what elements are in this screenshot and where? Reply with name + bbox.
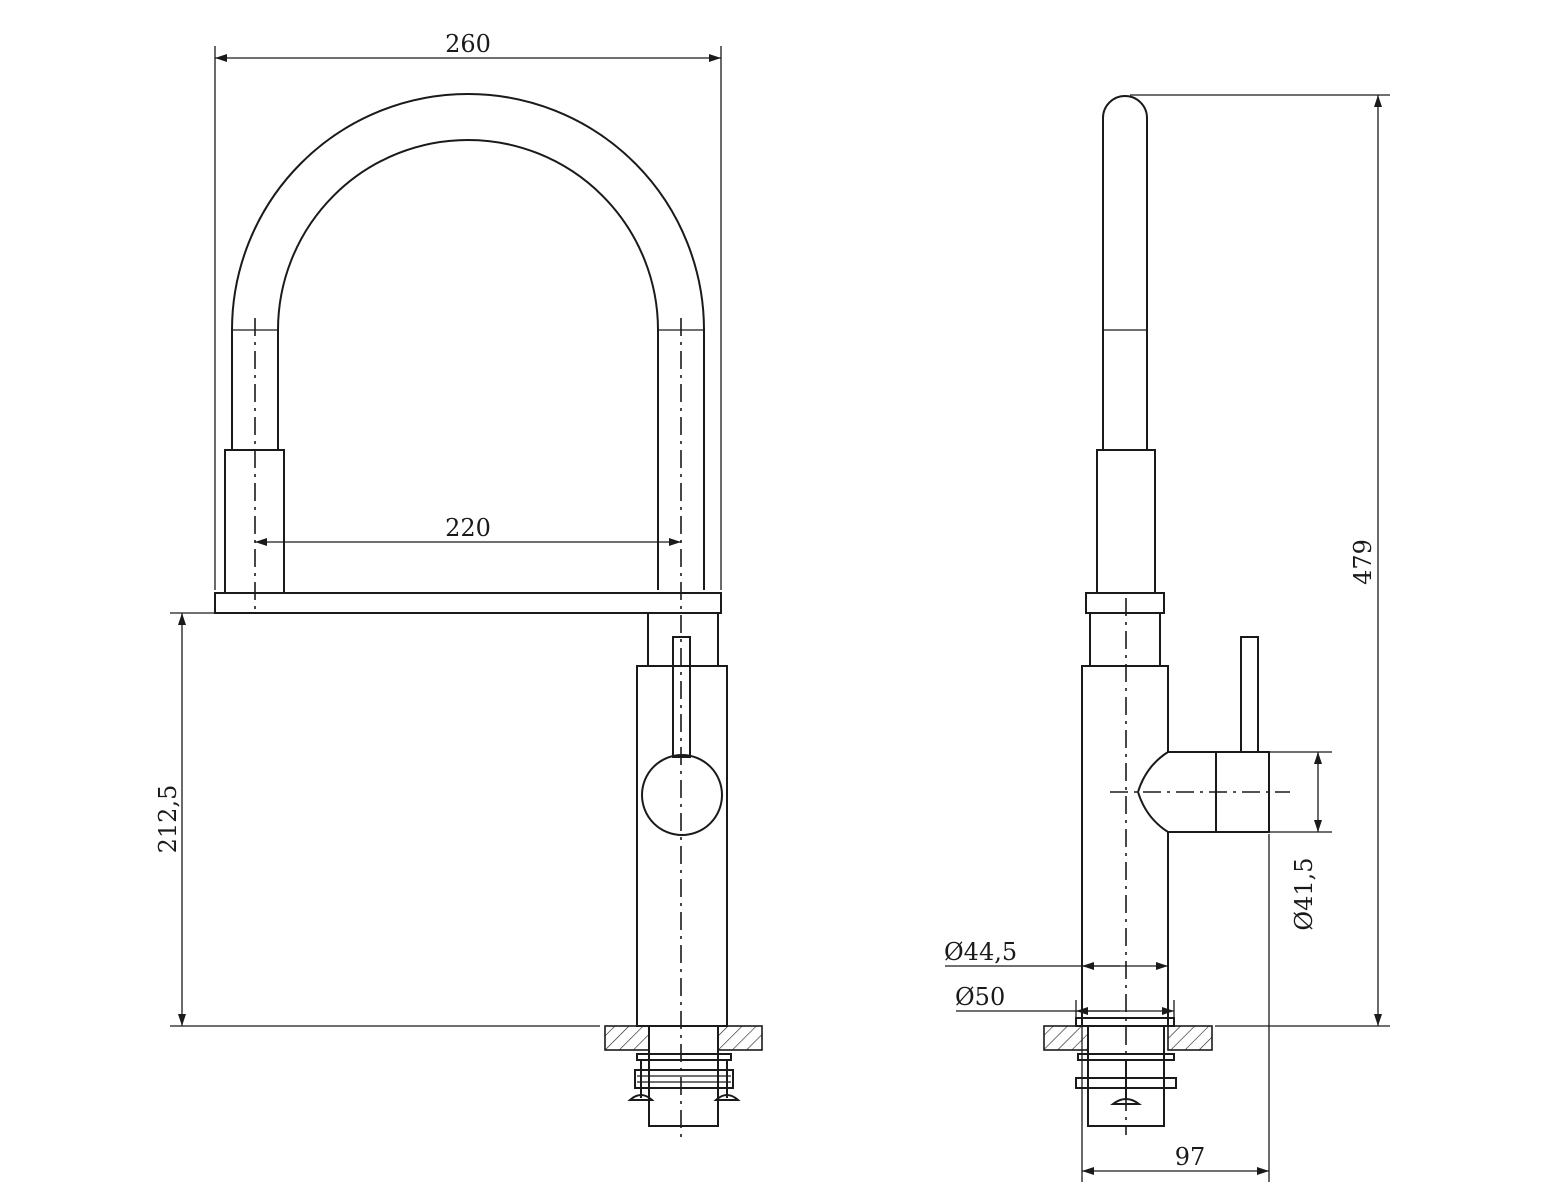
- lock-nut: [634, 1069, 734, 1089]
- dim-label-overall-height: 479: [1349, 539, 1377, 585]
- front-view: 260 220 212,5: [154, 30, 763, 1140]
- dim-label-body-height: 212,5: [154, 785, 182, 854]
- dim-label-body-diameter: Ø44,5: [944, 938, 1017, 966]
- dim-label-lever-diameter: Ø41,5: [1290, 857, 1318, 930]
- side-base-flange-right: [1167, 1025, 1213, 1051]
- bolt-head-right: [713, 1094, 741, 1101]
- dim-label-base-diameter: Ø50: [955, 983, 1005, 1011]
- side-spout-tube: [1102, 95, 1148, 450]
- side-base-ring: [1075, 1017, 1175, 1027]
- spout-arch-inner: [277, 139, 659, 590]
- body-collar: [647, 612, 719, 667]
- side-spray-sleeve: [1096, 449, 1156, 594]
- lever-knob: [641, 754, 723, 836]
- side-bolt-head: [1110, 1098, 1142, 1105]
- dim-label-overall-width: 260: [445, 30, 491, 58]
- side-washer: [1077, 1053, 1175, 1061]
- side-collar: [1089, 612, 1161, 667]
- washer: [636, 1053, 732, 1061]
- side-lever-housing: [1136, 751, 1217, 833]
- dim-label-spout-spacing: 220: [445, 514, 491, 542]
- side-ring: [1085, 592, 1165, 614]
- side-view: 479 Ø41,5 Ø44,5 Ø50 97: [944, 94, 1390, 1182]
- side-body: [1081, 665, 1169, 1026]
- base-flange-left: [604, 1025, 650, 1051]
- side-base-flange-left: [1043, 1025, 1089, 1051]
- bolt-head-left: [627, 1094, 655, 1101]
- mounting-plate: [214, 592, 722, 614]
- side-lever-handle: [1240, 636, 1259, 753]
- dim-label-projection: 97: [1175, 1143, 1206, 1171]
- spout-arch-outer: [231, 93, 705, 590]
- base-flange-right: [717, 1025, 763, 1051]
- faucet-body: [636, 665, 728, 1027]
